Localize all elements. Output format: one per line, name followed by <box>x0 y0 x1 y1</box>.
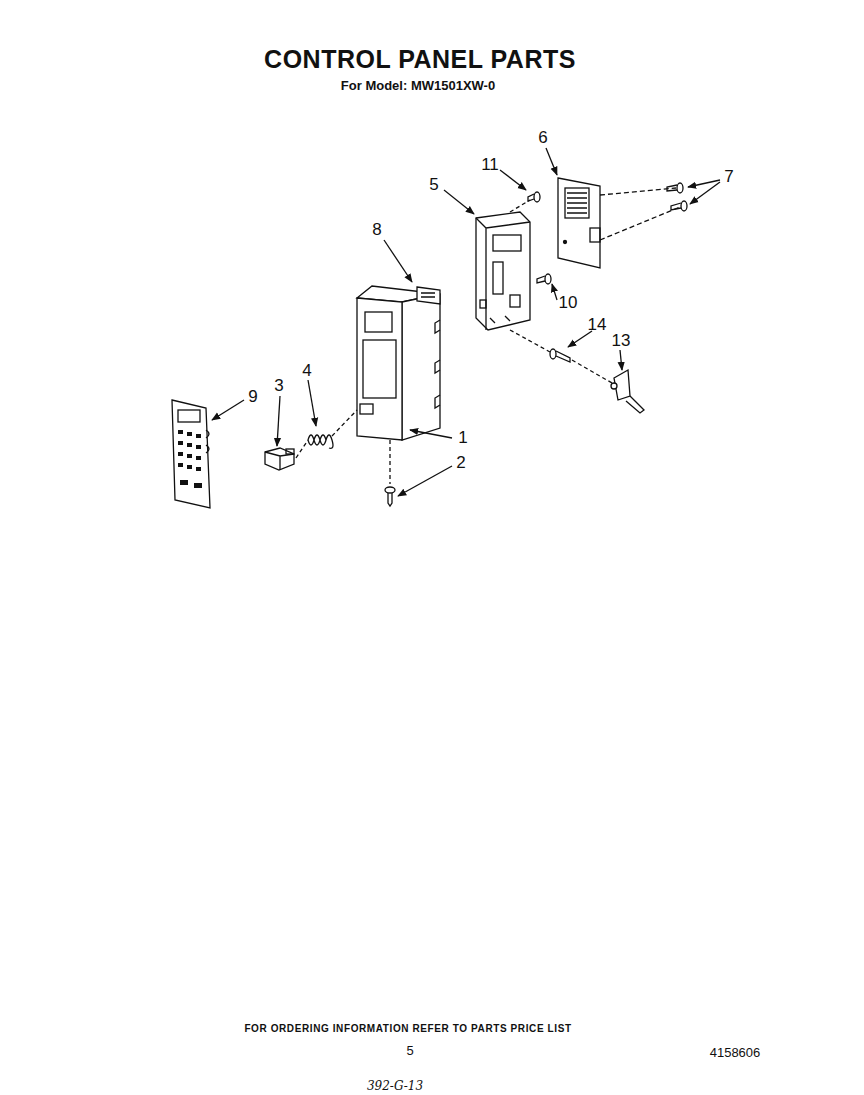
footer-note: FOR ORDERING INFORMATION REFER TO PARTS … <box>244 1023 571 1034</box>
callout-number: 1 <box>458 429 467 448</box>
callout-number: 6 <box>538 129 547 148</box>
keypad-membrane <box>172 400 210 508</box>
screw <box>550 349 570 362</box>
model-line: For Model: MW1501XW-0 <box>341 79 495 93</box>
assembly-line <box>389 440 390 484</box>
screw <box>537 274 551 284</box>
mounting-bracket <box>476 212 530 330</box>
callout-number: 13 <box>612 332 631 351</box>
control-panel-frame <box>357 286 440 440</box>
screw <box>385 487 395 506</box>
spring <box>308 435 333 448</box>
callout-number: 2 <box>456 454 465 473</box>
callout-number: 14 <box>588 316 607 335</box>
handwritten-code: 392-G-13 <box>367 1080 423 1093</box>
callout-number: 8 <box>372 221 381 240</box>
page-number: 5 <box>406 1044 413 1058</box>
assembly-line <box>510 200 530 212</box>
door-button <box>265 448 294 470</box>
screw <box>667 183 687 211</box>
assembly-line <box>296 410 357 458</box>
callout-number: 10 <box>559 294 578 313</box>
screw <box>528 192 540 202</box>
badge <box>417 287 440 304</box>
assembly-line <box>510 330 612 383</box>
leader-arrow <box>212 148 720 496</box>
document-number: 4158606 <box>710 1046 761 1060</box>
switch-bracket <box>611 370 644 413</box>
callout-number: 9 <box>248 388 257 407</box>
callout-number: 4 <box>302 362 311 381</box>
circuit-board <box>558 178 600 268</box>
callout-number: 7 <box>724 168 733 187</box>
assembly-line <box>600 188 680 240</box>
callout-number: 3 <box>274 377 283 396</box>
callout-number: 11 <box>481 156 499 175</box>
callout-number: 5 <box>429 176 438 195</box>
page-title: CONTROL PANEL PARTS <box>264 46 576 74</box>
